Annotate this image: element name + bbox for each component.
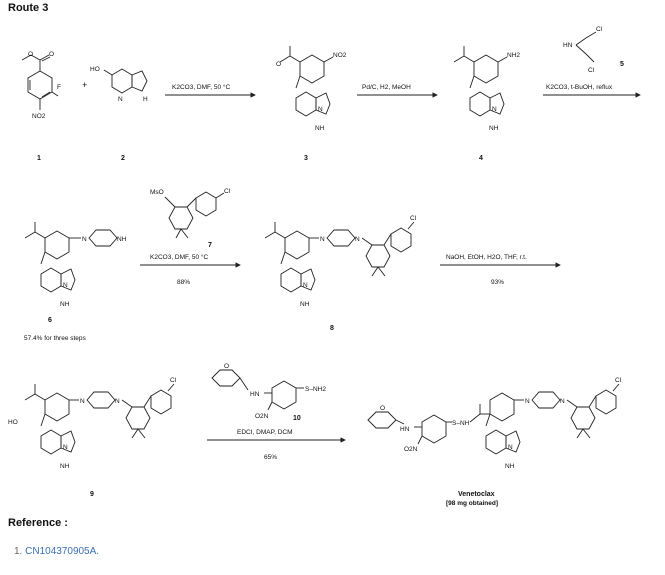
route-title: Route 3 — [8, 2, 49, 14]
c10-label-hn: HN — [250, 391, 260, 398]
c1-label-no2: NO2 — [32, 113, 46, 120]
step-6: EDCI, DMAP, DCM 65% — [207, 429, 346, 461]
step-1: K2CO3, DMF, 50 °C — [165, 83, 256, 98]
c2-number: 2 — [121, 155, 125, 162]
c6-label-pyn: N — [63, 282, 68, 289]
product-label-snh: S–NH — [452, 420, 470, 427]
product-label-n2: N — [560, 398, 565, 405]
step-5: NaOH, EtOH, H2O, THF, r.t. 93% — [440, 254, 561, 286]
product-label-cl: Cl — [615, 377, 622, 384]
step-2: Pd/C, H2, MeOH — [357, 84, 438, 98]
c10-label-ring-o: O — [224, 363, 229, 370]
c5-label-cl1: Cl — [596, 26, 603, 33]
c7-label-cl: Cl — [224, 188, 231, 195]
c9-number: 9 — [90, 491, 94, 498]
step1-reagents: K2CO3, DMF, 50 °C — [172, 83, 231, 91]
product-label-pyn: N — [508, 444, 513, 451]
c5-label-cl2: Cl — [588, 67, 595, 74]
c6-label-nh: NH — [117, 236, 127, 243]
compound-9: HO N N Cl N NH 9 — [8, 377, 177, 498]
c3-number: 3 — [304, 155, 308, 162]
compound-5: HN Cl Cl 5 — [563, 26, 624, 74]
step5-yield: 93% — [491, 279, 504, 286]
c8-label-n1: N — [320, 236, 325, 243]
c8-label-cl: Cl — [410, 215, 417, 222]
c10-label-sulfonamide: S–NH2 — [305, 386, 326, 393]
c4-label-nh2: NH2 — [507, 52, 520, 59]
c9-label-pynh: NH — [60, 463, 70, 470]
compound-2: HO N H 2 — [90, 66, 148, 162]
compound-6: N NH N NH 6 57.4% for three steps — [24, 222, 127, 342]
product-label-ring-o: O — [380, 405, 385, 412]
c8-label-n2: N — [355, 236, 360, 243]
product-label-n1: N — [525, 398, 530, 405]
c9-label-pyn: N — [63, 444, 68, 451]
step3-reagents: K2CO3, t-BuOH, reflux — [546, 84, 613, 91]
c3-label-n: N — [318, 106, 323, 113]
step2-reagents: Pd/C, H2, MeOH — [362, 84, 411, 91]
product-amount: [98 mg obtained] — [446, 500, 498, 507]
c10-label-o2n: O2N — [255, 413, 269, 420]
step6-reagents: EDCI, DMAP, DCM — [237, 429, 293, 436]
reference-item: 1. CN104370905A. — [14, 546, 99, 557]
plus-sign: + — [82, 80, 87, 90]
c3-label-nh: NH — [315, 125, 325, 132]
compound-8: N N Cl N NH 8 — [264, 215, 417, 332]
c8-label-pynh: NH — [300, 301, 310, 308]
c9-label-cl: Cl — [170, 377, 177, 384]
c1-label-o: O — [28, 51, 33, 58]
product-name: Venetoclax — [458, 491, 495, 498]
reaction-scheme: O O F NO2 1 + HO N H 2 K2CO3, DMF, 50 °C… — [8, 26, 641, 507]
reference-title: Reference : — [8, 517, 68, 529]
c4-number: 4 — [479, 155, 483, 162]
c2-label-n: N — [118, 96, 123, 103]
c8-label-pyn: N — [303, 282, 308, 289]
c6-yield: 57.4% for three steps — [24, 335, 87, 342]
c4-label-n: N — [492, 106, 497, 113]
compound-4: NH2 N NH 4 — [453, 46, 520, 162]
c6-label-pynh: NH — [60, 301, 70, 308]
compound-10: O HN O2N S–NH2 10 — [211, 363, 326, 422]
step4-yield: 88% — [177, 279, 190, 286]
c7-label-mso: MsO — [150, 189, 164, 196]
c1-number: 1 — [37, 155, 41, 162]
compound-7: MsO Cl 7 — [150, 188, 231, 249]
reference-index: 1. — [14, 546, 23, 557]
step5-reagents: NaOH, EtOH, H2O, THF, r.t. — [446, 254, 527, 261]
product-label-hn: HN — [400, 426, 410, 433]
c1-label-f: F — [57, 84, 61, 91]
c6-label-n: N — [82, 236, 87, 243]
step6-yield: 65% — [264, 454, 277, 461]
c3-label-no2: NO2 — [333, 52, 347, 59]
step-4: K2CO3, DMF, 50 °C 88% — [140, 253, 241, 286]
c10-number: 10 — [293, 415, 301, 422]
step4-reagents: K2CO3, DMF, 50 °C — [150, 253, 209, 261]
reference-link[interactable]: CN104370905A. — [25, 546, 100, 557]
venetoclax-structure: O HN O2N S–NH N N Cl N NH — [367, 377, 622, 470]
compound-1: O O F NO2 1 — [21, 51, 61, 162]
c4-label-nh: NH — [489, 125, 499, 132]
c9-label-ho: HO — [8, 419, 18, 426]
c2-label-nh: H — [143, 96, 148, 103]
c9-label-n1: N — [80, 398, 85, 405]
c2-label-ho: HO — [90, 66, 100, 73]
step-3: K2CO3, t-BuOH, reflux — [543, 84, 641, 98]
c5-label-hn: HN — [563, 42, 573, 49]
c1-label-o2: O — [49, 51, 54, 58]
c6-number: 6 — [48, 317, 52, 324]
product-label-o2n: O2N — [404, 446, 418, 453]
c9-label-n2: N — [115, 398, 120, 405]
product-label-pynh: NH — [505, 463, 515, 470]
c5-number: 5 — [620, 61, 624, 68]
c8-number: 8 — [330, 325, 334, 332]
c3-label-o: O — [276, 61, 281, 68]
c7-number: 7 — [208, 242, 212, 249]
compound-3: O NO2 N NH 3 — [276, 46, 347, 162]
